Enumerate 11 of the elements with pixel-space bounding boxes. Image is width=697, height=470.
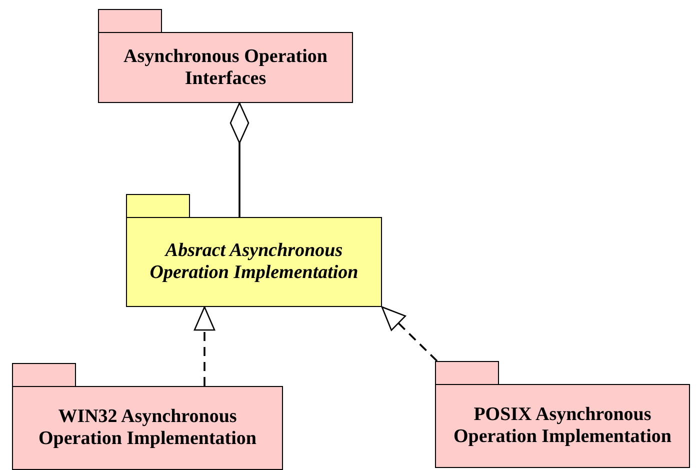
- package-name: POSIX Asynchronous Operation Implementation: [452, 404, 672, 448]
- package-name: Asynchronous Operation Interfaces: [122, 46, 328, 90]
- realization-arrow: [381, 306, 438, 362]
- package-box: [126, 194, 382, 307]
- package-box: [98, 9, 353, 103]
- aggregation-line: [230, 102, 250, 217]
- package-name: WIN32 Asynchronous Operation Implementation: [38, 406, 258, 450]
- realization-arrow: [194, 306, 216, 386]
- package-name: Absract Asynchronous Operation Implementation: [148, 240, 360, 284]
- package-box: [12, 363, 283, 470]
- package-box: [435, 361, 690, 468]
